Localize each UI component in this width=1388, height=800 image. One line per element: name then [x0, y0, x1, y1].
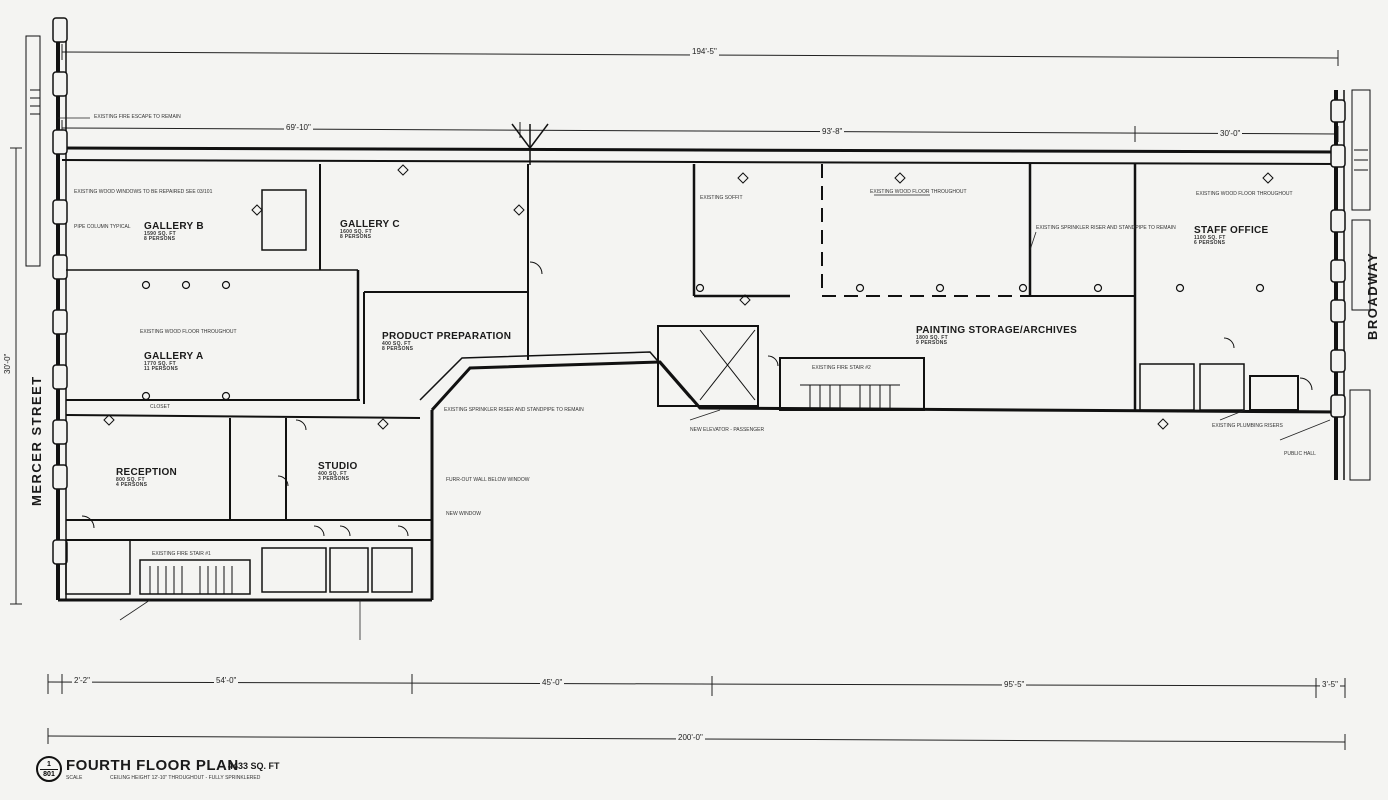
- product-preparation-label: PRODUCT PREPARATION 400 SQ. FT 8 PERSONS: [382, 331, 512, 352]
- note-windows: EXISTING WOOD WINDOWS TO BE REPAIRED SEE…: [74, 189, 213, 195]
- dimension-side: 30'-0": [3, 351, 12, 376]
- note-soffit: EXISTING SOFFIT: [700, 195, 743, 201]
- plan-area: 4433 SQ. FT: [228, 761, 280, 771]
- note-wood-floor-east: EXISTING WOOD FLOOR THROUGHOUT: [870, 189, 967, 195]
- exterior-walls: [56, 20, 1345, 602]
- drawing-number: 1: [47, 760, 51, 768]
- leader-lines: [58, 117, 1331, 640]
- studio-label: STUDIO 400 SQ. FT 3 PERSONS: [318, 461, 358, 482]
- note-plumbing: EXISTING PLUMBING RISERS: [1212, 423, 1283, 429]
- note-sprinkler-east: EXISTING SPRINKLER RISER AND STANDPIPE T…: [1036, 225, 1176, 231]
- public-hall-label: PUBLIC HALL: [1284, 451, 1316, 457]
- reception-label: RECEPTION 800 SQ. FT 4 PERSONS: [116, 467, 178, 488]
- north-arrow: [511, 123, 549, 165]
- sheet-number: 801: [43, 770, 55, 778]
- dimension-bottom-3: 45'-0": [540, 678, 565, 687]
- east-interior-walls: [657, 164, 1299, 411]
- dimension-overall-top: 194'-5": [690, 47, 719, 56]
- stair-1: [65, 539, 413, 595]
- detail-tags: [103, 164, 1274, 430]
- door-swings: [81, 261, 1313, 537]
- note-new-window: NEW WINDOW: [446, 511, 481, 517]
- broadway-facade-windows: [1330, 99, 1346, 418]
- note-sprinkler: EXISTING SPRINKLER RISER AND STANDPIPE T…: [444, 407, 584, 413]
- note-furr-out: FURR-OUT WALL BELOW WINDOW: [446, 477, 530, 483]
- fire-stair-1-label: EXISTING FIRE STAIR #1: [152, 551, 211, 557]
- gallery-c-label: GALLERY C 1600 SQ. FT 8 PERSONS: [340, 219, 400, 240]
- plan-scale: SCALE: [66, 775, 83, 781]
- note-wood-floor-office: EXISTING WOOD FLOOR THROUGHOUT: [1196, 191, 1293, 197]
- top-dimension-lines: [61, 44, 1339, 142]
- mercer-facade-windows: [52, 17, 68, 565]
- note-elevator: NEW ELEVATOR - PASSENGER: [690, 427, 765, 433]
- fire-stair-2-label: EXISTING FIRE STAIR #2: [812, 365, 871, 371]
- structural-columns: [141, 280, 1265, 401]
- dimension-bottom-2: 54'-0": [214, 676, 239, 685]
- dimension-overall-bottom: 200'-0": [676, 733, 705, 742]
- bottom-dimension-lines: [10, 147, 1346, 750]
- dimension-bottom-4: 95'-5": [1002, 680, 1027, 689]
- dimension-top-3: 30'-0": [1218, 129, 1243, 138]
- painting-storage-label: PAINTING STORAGE/ARCHIVES 1800 SQ. FT 9 …: [916, 325, 1078, 346]
- dimension-bottom-5: 3'-5": [1320, 680, 1340, 689]
- note-closet: CLOSET: [150, 404, 171, 410]
- gallery-b-label: GALLERY B 1590 SQ. FT 8 PERSONS: [144, 221, 204, 242]
- fire-escape: [25, 35, 1371, 481]
- note-fire-escape: EXISTING FIRE ESCAPE TO REMAIN: [94, 114, 181, 120]
- mercer-street-label: MERCER STREET: [29, 375, 44, 506]
- drawing-number-circle: 1 801: [36, 756, 62, 782]
- plan-title: FOURTH FLOOR PLAN: [66, 757, 239, 774]
- dimension-top-1: 69'-10": [284, 123, 313, 132]
- note-wood-floor-west: EXISTING WOOD FLOOR THROUGHOUT: [140, 329, 237, 335]
- plan-subtitle: CEILING HEIGHT 12'-10" THROUGHOUT - FULL…: [110, 775, 261, 781]
- dimension-top-2: 93'-8": [820, 127, 845, 136]
- broadway-label: BROADWAY: [1365, 251, 1380, 340]
- note-pipe-column: PIPE COLUMN TYPICAL: [74, 224, 131, 230]
- gallery-a-label: GALLERY A 1770 SQ. FT 11 PERSONS: [144, 351, 204, 372]
- dimension-bottom-1: 2'-2": [72, 676, 92, 685]
- staff-office-label: STAFF OFFICE 1100 SQ. FT 6 PERSONS: [1194, 225, 1269, 246]
